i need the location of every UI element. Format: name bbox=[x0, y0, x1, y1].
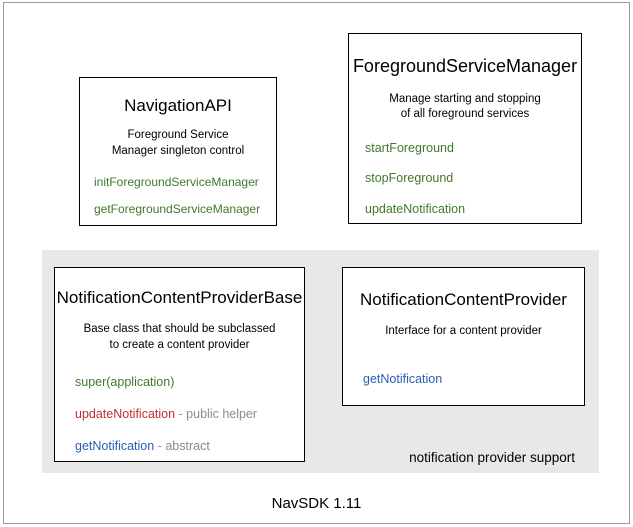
class-title: NotificationContentProviderBase bbox=[56, 288, 303, 307]
class-box-notification-content-provider-base[interactable]: NotificationContentProviderBase Base cla… bbox=[54, 267, 305, 462]
footer-version-label: NavSDK 1.11 bbox=[271, 495, 362, 512]
member-name: stopForeground bbox=[365, 171, 454, 186]
member-name: super(application) bbox=[75, 375, 175, 390]
class-title: NotificationContentProvider bbox=[360, 290, 567, 309]
member-name: startForeground bbox=[365, 140, 454, 155]
member-note: - public helper bbox=[175, 407, 258, 422]
class-member[interactable]: initForegroundServiceManager bbox=[94, 175, 276, 190]
class-member-list: startForeground stopForeground updateNot… bbox=[349, 141, 581, 218]
member-name: getNotification bbox=[363, 371, 443, 386]
class-member[interactable]: stopForeground bbox=[365, 171, 581, 187]
class-title: NavigationAPI bbox=[124, 96, 232, 115]
class-member-list: getNotification bbox=[343, 372, 584, 388]
class-member[interactable]: getNotification bbox=[363, 372, 584, 388]
class-member-list: super(application) updateNotification - … bbox=[55, 375, 304, 454]
group-label: notification provider support bbox=[409, 450, 575, 465]
class-title: ForegroundServiceManager bbox=[352, 56, 578, 76]
member-name: getNotification bbox=[75, 438, 155, 453]
class-member-list: initForegroundServiceManager getForegrou… bbox=[80, 175, 276, 217]
diagram-frame: notification provider support Navigation… bbox=[3, 2, 630, 524]
member-name: initForegroundServiceManager bbox=[94, 175, 259, 190]
class-member[interactable]: updateNotification - public helper bbox=[75, 407, 304, 423]
member-name: updateNotification bbox=[365, 201, 466, 216]
class-box-foreground-service-manager[interactable]: ForegroundServiceManager Manage starting… bbox=[348, 33, 582, 224]
class-member[interactable]: getNotification - abstract bbox=[75, 439, 304, 455]
class-member[interactable]: startForeground bbox=[365, 141, 581, 157]
member-note: - abstract bbox=[154, 438, 210, 453]
member-name: updateNotification bbox=[75, 407, 176, 422]
class-box-notification-content-provider[interactable]: NotificationContentProvider Interface fo… bbox=[342, 267, 585, 406]
class-member[interactable]: updateNotification bbox=[365, 202, 581, 218]
member-name: getForegroundServiceManager bbox=[94, 202, 261, 217]
class-description: Interface for a content provider bbox=[385, 325, 542, 338]
class-member[interactable]: getForegroundServiceManager bbox=[94, 202, 276, 217]
class-member[interactable]: super(application) bbox=[75, 375, 304, 391]
